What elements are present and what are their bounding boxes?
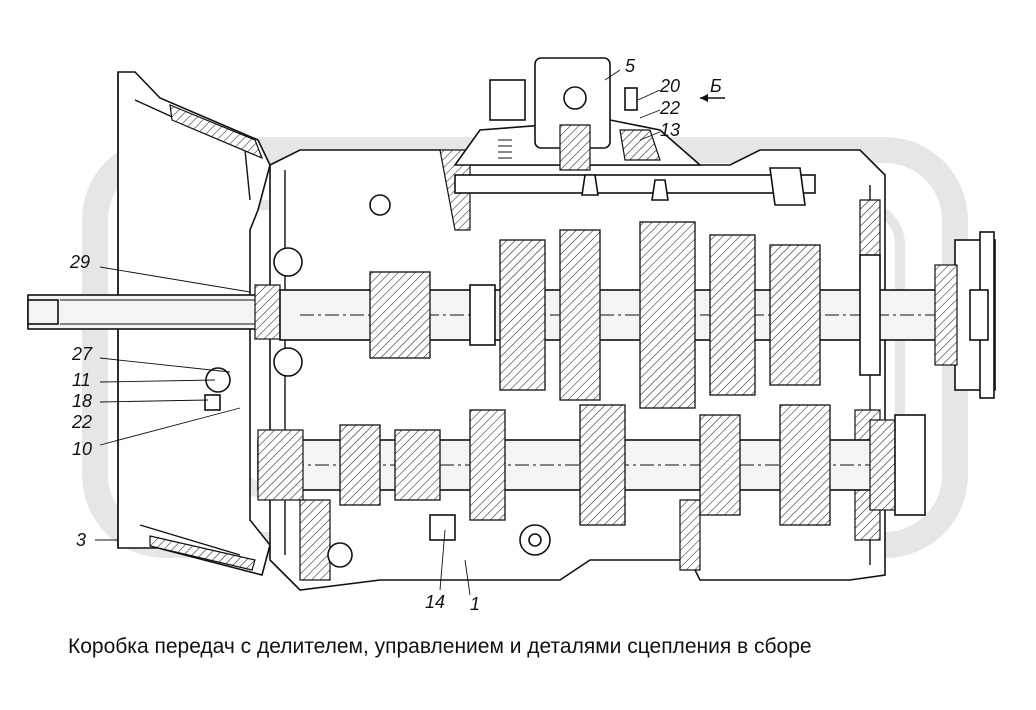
main-shaft (279, 221, 981, 409)
figure-caption: Коробка передач с делителем, управлением… (68, 635, 812, 658)
callout-labels: 29 27 11 18 22 10 3 14 1 5 20 22 13 Б (69, 56, 722, 614)
callout-22-left: 22 (71, 412, 92, 432)
input-shaft (27, 247, 303, 377)
callout-11: 11 (72, 370, 91, 390)
shift-mechanism-cover (453, 57, 816, 206)
output-flange (934, 231, 996, 399)
callout-27: 27 (71, 344, 93, 364)
countershaft (257, 404, 926, 526)
callout-20: 20 (659, 76, 680, 96)
callout-1: 1 (470, 594, 480, 614)
callout-3: 3 (76, 530, 86, 550)
callout-5: 5 (625, 56, 636, 76)
gearbox-cross-section-drawing: 29 27 11 18 22 10 3 14 1 5 20 22 13 Б (27, 56, 996, 614)
callout-14: 14 (425, 592, 445, 612)
callout-29: 29 (69, 252, 90, 272)
callout-10: 10 (72, 439, 92, 459)
lower-housing-details (204, 194, 551, 568)
callout-22-top: 22 (659, 98, 680, 118)
view-b-label: Б (710, 76, 722, 96)
callout-18: 18 (72, 391, 92, 411)
callout-13: 13 (660, 120, 680, 140)
callout-leaders (95, 69, 725, 596)
